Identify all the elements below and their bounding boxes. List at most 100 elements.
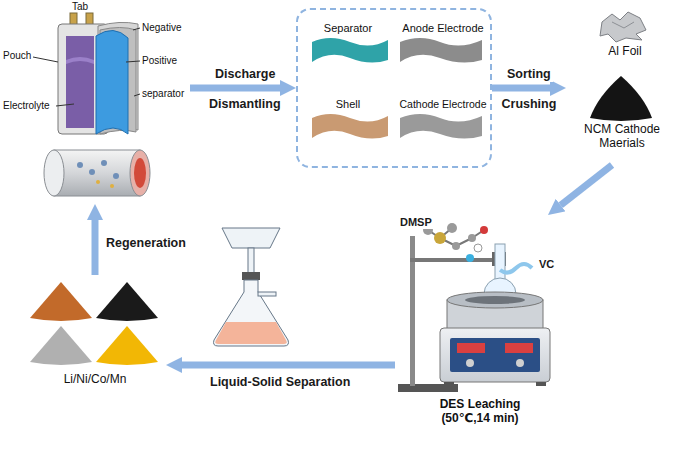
heating-stirrer — [465, 296, 525, 304]
filter-flask — [258, 292, 276, 296]
filter-flask — [222, 228, 280, 248]
dmsp-molecule — [466, 254, 474, 262]
metal-powder-piles — [30, 282, 92, 321]
filter-flask — [214, 228, 289, 346]
dismantled-sheets — [312, 114, 388, 139]
cylindrical-cell — [44, 150, 150, 196]
dmsp-molecule — [480, 226, 488, 234]
cylindrical-cell — [54, 150, 140, 196]
pouch-cell-drawing — [33, 13, 140, 134]
vc-ribbon — [500, 264, 532, 273]
pouch-cell-drawing — [133, 28, 140, 30]
part-label: Electrolyte — [3, 100, 50, 112]
heating-stirrer — [466, 359, 474, 367]
pouch-cell-drawing — [33, 57, 58, 62]
metal-powder-piles — [96, 282, 158, 321]
separator-part: Separator — [306, 18, 391, 74]
item-label: Shell — [308, 98, 388, 111]
dmsp-molecule — [468, 234, 476, 242]
dmsp-molecule — [474, 244, 482, 252]
filter-flask — [215, 322, 286, 344]
metal-powder-piles — [30, 282, 158, 365]
step-label: Liquid-Solid Separation — [208, 375, 352, 390]
cylindrical-cell — [89, 169, 95, 175]
al-foil-icon — [600, 12, 646, 42]
al-foil-icon — [612, 22, 634, 28]
ncm-cathode-item: NCM Cathode Maerials — [566, 70, 678, 165]
cylindrical-cell — [44, 150, 64, 196]
heating-stirrer — [410, 258, 496, 262]
al-foil-item: Al Foil — [582, 6, 669, 64]
heating-stirrer — [450, 338, 540, 372]
heating-stirrer — [440, 328, 550, 382]
flow-arrow — [492, 85, 550, 92]
ncm-powder-pile — [590, 76, 652, 121]
al-foil-icon — [600, 12, 646, 42]
part-label: Positive — [142, 55, 177, 67]
dismantled-sheets — [400, 38, 482, 63]
heating-stirrer — [457, 343, 485, 353]
reagent-label: VC — [537, 258, 556, 271]
item-label: Li/Ni/Co/Mn — [27, 372, 163, 386]
step-label: Dismantling — [207, 97, 283, 112]
flow-arrow — [182, 362, 395, 369]
cylindrical-cell — [96, 180, 100, 184]
cylindrical-cell — [130, 150, 150, 196]
item-label: Anode Electrode — [400, 22, 486, 35]
dashed-group-box: Separator Anode ElectrodeShell Cathode Ele… — [296, 8, 492, 168]
step-label: Regeneration — [104, 236, 188, 251]
dismantled-sheets — [312, 38, 482, 139]
reagent-label: DMSP — [398, 216, 434, 229]
item-label: DES Leaching (50℃,14 min) — [420, 397, 540, 426]
item-label: Al Foil — [584, 44, 666, 58]
dmsp-molecule — [434, 232, 446, 244]
filter-flask — [214, 280, 289, 346]
step-label: Crushing — [500, 97, 559, 112]
item-label: Separator — [308, 22, 388, 35]
item-label: NCM Cathode Maerials — [574, 122, 670, 151]
pouch-cell-drawing — [126, 61, 140, 62]
shell-part: Shell — [306, 94, 391, 150]
pouch-cell-drawing — [56, 104, 74, 106]
part-label: separator — [142, 88, 184, 100]
filter-flask — [248, 248, 254, 276]
heating-stirrer — [505, 343, 533, 353]
step-label: Discharge — [213, 67, 277, 82]
pouch-cell-figure: TabPouchElectrolyteNegativePositivesepar… — [0, 0, 190, 137]
metal-powder-piles — [30, 326, 92, 365]
cylindrical-cell — [113, 173, 119, 179]
heating-stirrer — [444, 382, 454, 386]
cylindrical-cell — [134, 158, 146, 188]
flow-arrow — [561, 165, 612, 205]
part-label: Negative — [142, 22, 181, 34]
vc-ribbon — [500, 264, 532, 273]
metal-products: Li/Ni/Co/Mn — [25, 275, 166, 393]
heating-stirrer — [536, 382, 546, 386]
cylindrical-cell — [110, 184, 114, 188]
flow-arrow — [92, 220, 99, 275]
dmsp-molecule — [447, 223, 457, 233]
heating-stirrer — [516, 359, 524, 367]
cylindrical-cell — [77, 162, 83, 168]
filter-flask — [242, 272, 260, 280]
pouch-cell-drawing — [66, 36, 94, 128]
item-label: Cathode Electrode — [398, 98, 488, 111]
dismantled-sheets — [312, 38, 388, 63]
metal-powder-piles — [96, 326, 158, 365]
heating-stirrer — [447, 292, 543, 308]
anode-part: Anode Electrode — [398, 18, 489, 74]
part-label: Tab — [72, 1, 88, 13]
cathode-part: Cathode Electrode — [396, 94, 491, 150]
cylindrical-cell — [101, 160, 107, 166]
pouch-cell-drawing — [134, 94, 140, 96]
pouch-cell-drawing — [96, 30, 128, 134]
pouch-cell-drawing — [66, 57, 94, 64]
step-label: Sorting — [505, 67, 553, 82]
regenerated-battery — [38, 142, 156, 204]
des-leaching-setup: DES Leaching (50℃,14 min) — [395, 215, 565, 440]
flow-arrow — [190, 85, 280, 92]
heating-stirrer — [398, 236, 550, 392]
ncm-powder-pile — [590, 76, 652, 121]
dismantled-sheets — [400, 114, 482, 139]
